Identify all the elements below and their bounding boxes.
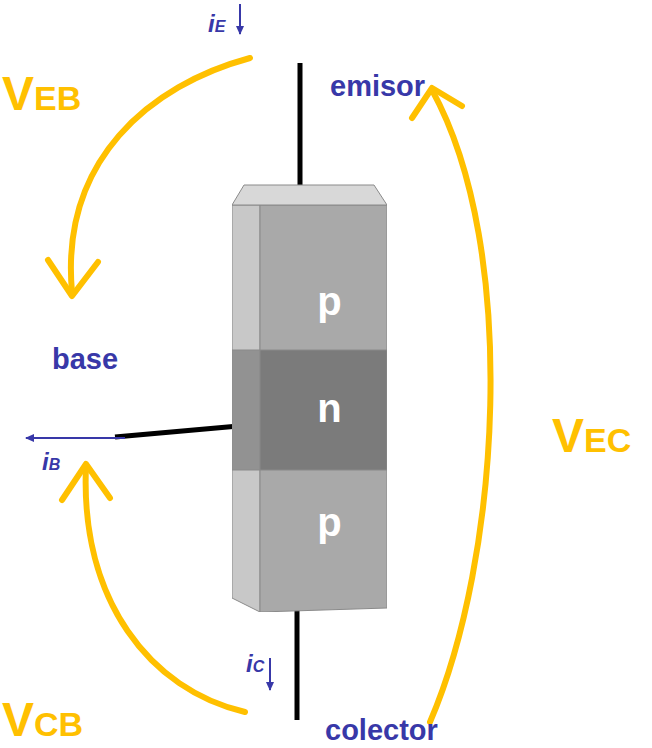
block-shape: [232, 470, 387, 612]
current-label: iB: [42, 450, 60, 474]
region-label: p: [317, 281, 341, 321]
voltage-label: VEB: [2, 70, 81, 118]
voltage-arrow: [86, 466, 245, 712]
block-face: [232, 350, 260, 470]
current-arrow: [239, 4, 241, 34]
block-face: [232, 185, 387, 205]
semiconductor-region: p: [232, 183, 387, 350]
current-label: iC: [246, 652, 264, 676]
voltage-arrow: [48, 260, 98, 296]
block-shape: [232, 350, 387, 470]
voltage-arrow: [71, 58, 250, 292]
region-label: n: [317, 388, 341, 428]
block-face: [260, 350, 387, 470]
voltage-label: VCB: [2, 696, 83, 744]
terminal-name: emisor: [330, 72, 425, 101]
current-arrow: [26, 437, 125, 439]
block-face: [232, 205, 260, 350]
region-label: p: [317, 502, 341, 542]
voltage-label: VEC: [552, 412, 631, 460]
base-lead: [115, 425, 250, 437]
block-face: [260, 205, 387, 350]
block-shape: [232, 183, 387, 350]
voltage-arrow: [430, 90, 491, 722]
current-arrow: [269, 658, 271, 690]
terminal-name: base: [52, 345, 118, 374]
voltage-arrow: [62, 464, 110, 500]
collector-lead: [295, 605, 300, 720]
terminal-name: colector: [325, 716, 438, 745]
current-label: iE: [208, 12, 225, 36]
semiconductor-region: n: [232, 350, 387, 470]
block-face: [260, 470, 387, 612]
block-face: [232, 470, 260, 612]
semiconductor-region: p: [232, 470, 387, 612]
